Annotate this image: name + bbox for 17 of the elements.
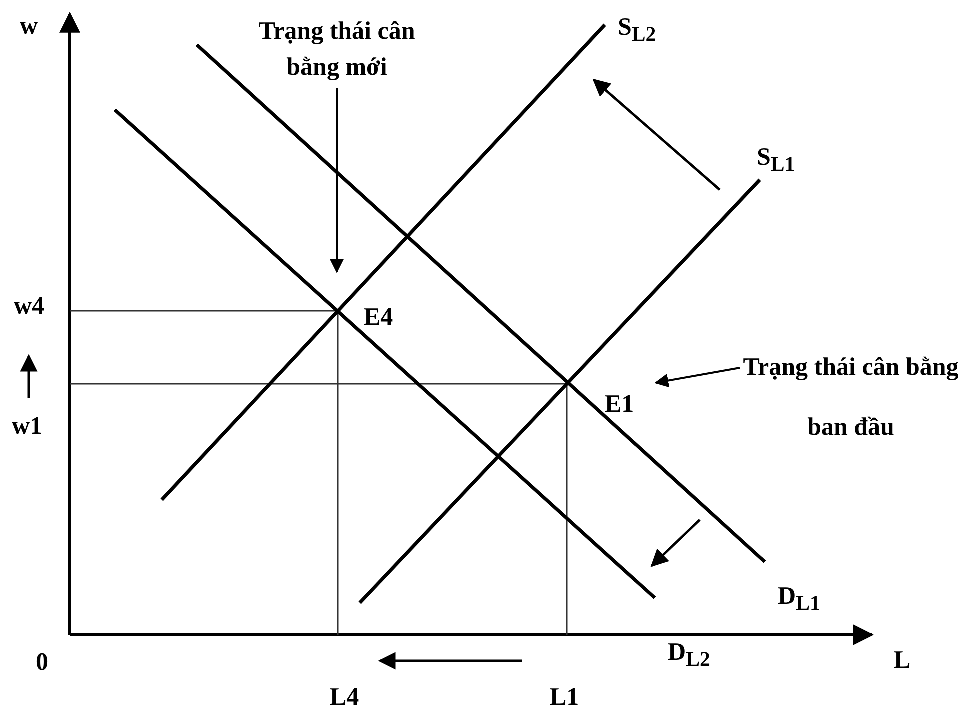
- curve-label: D$_{L2}$: [668, 638, 710, 673]
- curve-label: S$_{L1}$: [757, 143, 796, 178]
- point-label: E4: [364, 303, 394, 333]
- axis-label: 0: [36, 648, 48, 678]
- axis-value: w1: [12, 412, 43, 442]
- axis-value: L4: [330, 683, 360, 711]
- curve-label: D$_{L1}$: [778, 582, 820, 617]
- axis-label: L: [894, 646, 911, 676]
- annotation-text: Trạng thái cân bằng mới: [247, 14, 427, 86]
- axis-label: w: [20, 12, 38, 42]
- curve-label: S$_{L2}$: [618, 13, 656, 48]
- point-label: E1: [605, 390, 634, 420]
- axis-value: w4: [14, 292, 45, 322]
- axis-value: L1: [550, 683, 580, 711]
- leader-arrow: [330, 88, 344, 274]
- annotation-text: Trạng thái cân bằng ban đầu: [740, 338, 962, 458]
- leader-arrow: [654, 367, 740, 388]
